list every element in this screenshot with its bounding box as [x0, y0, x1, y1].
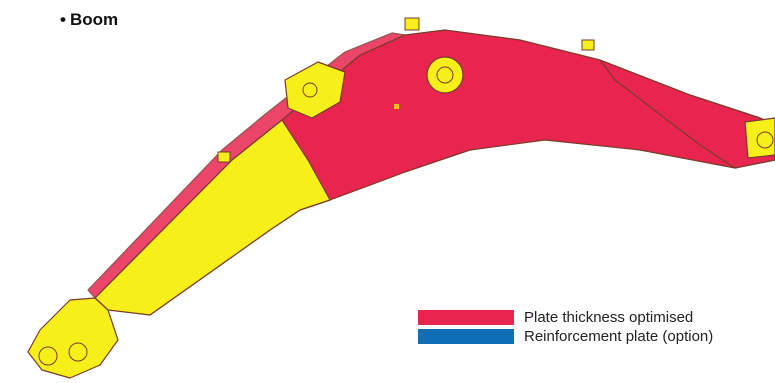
legend-label-reinforcement: Reinforcement plate (option)	[524, 328, 713, 345]
foot-pin-left	[39, 347, 57, 365]
small-marker	[394, 104, 399, 109]
tip-pin	[757, 132, 773, 148]
boom-foot-bracket	[28, 298, 118, 378]
legend: Plate thickness optimised Reinforcement …	[418, 308, 713, 346]
bracket-pin	[303, 83, 317, 97]
legend-item-reinforcement: Reinforcement plate (option)	[418, 327, 713, 346]
legend-swatch-blue	[418, 329, 514, 344]
boom-lower-section	[95, 120, 330, 315]
top-lug-left	[405, 18, 419, 30]
legend-label-plate-optimised: Plate thickness optimised	[524, 309, 693, 326]
top-lug-right	[582, 40, 594, 50]
legend-item-plate-optimised: Plate thickness optimised	[418, 308, 713, 327]
legend-swatch-red	[418, 310, 514, 325]
center-boss-inner	[437, 67, 453, 83]
side-lug	[218, 152, 230, 162]
foot-pin-right	[69, 343, 87, 361]
